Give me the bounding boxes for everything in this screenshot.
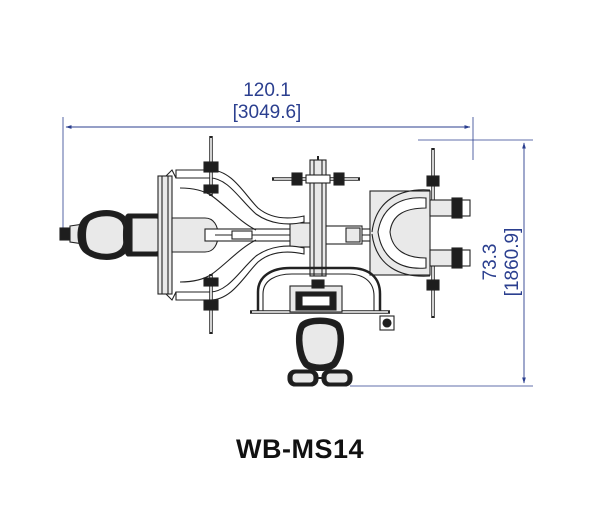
right-upper-bar [426,148,471,219]
curl-station [250,266,395,331]
width-mm-label: [3049.6] [233,102,302,123]
depth-dimension: 73.3 [1860.9] [350,139,533,387]
left-lower-handle [203,274,219,334]
center-column [272,156,360,277]
right-frame [369,189,431,277]
model-name: WB-MS14 [235,434,364,464]
depth-inches-label: 73.3 [480,244,501,281]
machine-top-view [59,136,471,387]
depth-mm-label: [1860.9] [502,228,523,297]
press-arm-lower [175,245,305,301]
press-arm-upper [175,169,305,225]
left-upper-handle [203,136,219,196]
right-lower-bar [426,247,471,318]
width-inches-label: 120.1 [243,80,291,101]
head-pad [59,209,132,261]
foot-rollers [287,369,353,387]
width-dimension: 120.1 [3049.6] [62,80,474,232]
